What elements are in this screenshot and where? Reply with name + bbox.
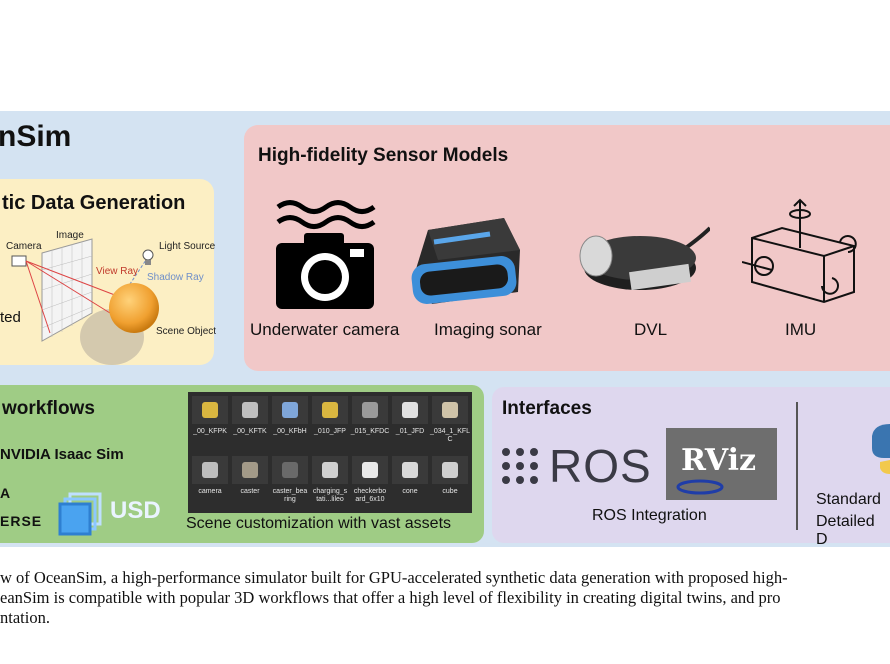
asset-shape-icon xyxy=(362,462,378,478)
asset-thumbnail[interactable] xyxy=(352,456,388,484)
asset-label: cube xyxy=(442,488,458,495)
image-plane xyxy=(41,238,93,342)
sensor-label-imaging-sonar: Imaging sonar xyxy=(434,320,542,339)
asset-label: _015_KFDC xyxy=(350,428,390,435)
usd-logo-icon xyxy=(58,492,102,536)
asset-label: _01_JFD xyxy=(395,428,425,435)
detailed-label: Detailed D xyxy=(816,513,875,548)
sensor-label-dvl: DVL xyxy=(634,320,668,339)
label-scene-object: Scene Object xyxy=(156,326,217,337)
sensor-label-underwater-camera: Underwater camera xyxy=(250,320,400,339)
asset-thumbnail[interactable] xyxy=(232,456,268,484)
usd-logo-text: USD xyxy=(110,497,161,524)
figure-caption: w of OceanSim, a high-performance simula… xyxy=(0,568,890,628)
workflows-heading: workflows xyxy=(2,398,95,419)
asset-browser: _00_KFPK _00_KFTK _00_KFbH _010_JFP _015_KFD… xyxy=(188,392,472,513)
asset-shape-icon xyxy=(202,462,218,478)
underwater-camera-icon xyxy=(276,200,376,309)
synthetic-data-heading: tic Data Generation xyxy=(2,192,186,214)
imu-icon xyxy=(742,198,857,304)
interfaces-heading: Interfaces xyxy=(502,398,592,419)
standard-label: Standard xyxy=(816,491,881,508)
camera-shape xyxy=(11,255,27,267)
asset-shape-icon xyxy=(242,402,258,418)
isaac-sim-label: NVIDIA Isaac Sim xyxy=(0,446,124,463)
ros-logo-text: ROS xyxy=(549,440,652,492)
asset-label: caster_bea ring xyxy=(272,488,308,503)
asset-shape-icon xyxy=(362,402,378,418)
label-view-ray: View Ray xyxy=(96,266,139,277)
asset-label: _010_JFP xyxy=(314,428,346,435)
label-image: Image xyxy=(56,230,84,241)
asset-shape-icon xyxy=(322,402,338,418)
asset-label: cone xyxy=(402,488,418,495)
asset-shape-icon xyxy=(442,462,458,478)
label-camera: Camera xyxy=(6,241,42,252)
asset-shape-icon xyxy=(282,402,298,418)
caption-line-1: w of OceanSim, a high-performance simula… xyxy=(0,568,788,587)
sensor-models-heading: High-fidelity Sensor Models xyxy=(258,145,509,166)
caption-line-3: ntation. xyxy=(0,608,50,627)
asset-thumbnail[interactable] xyxy=(232,396,268,424)
scene-object-sphere xyxy=(109,283,159,333)
asset-shape-icon xyxy=(402,402,418,418)
asset-label: _034_1_KFL C xyxy=(429,428,471,443)
light-bulb xyxy=(142,249,154,261)
asset-thumbnail[interactable] xyxy=(392,396,428,424)
asset-thumbnail[interactable] xyxy=(272,396,308,424)
asset-shape-icon xyxy=(242,462,258,478)
ray-tracing-diagram xyxy=(11,238,159,365)
asset-thumbnail[interactable] xyxy=(432,456,468,484)
asset-label: camera xyxy=(198,488,222,495)
asset-thumbnail[interactable] xyxy=(312,456,348,484)
asset-shape-icon xyxy=(442,402,458,418)
asset-thumbnail[interactable] xyxy=(392,456,428,484)
asset-shape-icon xyxy=(402,462,418,478)
asset-label: _00_KFTK xyxy=(233,428,267,435)
ros-integration-label: ROS Integration xyxy=(592,507,707,524)
label-light-source: Light Source xyxy=(159,241,216,252)
asset-shape-icon xyxy=(202,402,218,418)
asset-thumbnail[interactable] xyxy=(312,396,348,424)
python-logo-icon xyxy=(872,424,890,474)
figure-title: nSim xyxy=(0,120,72,153)
rviz-ring-icon xyxy=(676,479,724,495)
asset-label: caster xyxy=(240,488,260,495)
caption-line-2: eanSim is compatible with popular 3D wor… xyxy=(0,588,781,607)
asset-label: _00_KFbH xyxy=(273,428,307,435)
rviz-logo-text: RViz xyxy=(681,443,757,478)
interfaces-divider xyxy=(796,402,798,530)
asset-label: checkerbo ard_6x10 xyxy=(353,488,387,503)
asset-shape-icon xyxy=(322,462,338,478)
asset-thumbnail[interactable] xyxy=(272,456,308,484)
omniverse-logo-fragment-erse: ERSE xyxy=(0,513,43,529)
asset-thumbnail[interactable] xyxy=(352,396,388,424)
dvl-icon xyxy=(579,226,710,291)
asset-thumbnail[interactable] xyxy=(192,456,228,484)
sensor-label-imu: IMU xyxy=(785,320,817,339)
asset-label: charging_s tati...lileo xyxy=(312,488,348,503)
label-shadow-ray: Shadow Ray xyxy=(147,272,204,283)
ros-dots-icon xyxy=(502,448,538,484)
label-fragment: ted xyxy=(0,309,21,326)
omniverse-logo-fragment-a: A xyxy=(0,485,11,501)
asset-shape-icon xyxy=(282,462,298,478)
assets-caption: Scene customization with vast assets xyxy=(186,515,452,532)
asset-thumbnail[interactable] xyxy=(432,396,468,424)
imaging-sonar-icon xyxy=(411,218,520,304)
asset-thumbnail[interactable] xyxy=(192,396,228,424)
asset-label: _00_KFPK xyxy=(193,428,227,435)
